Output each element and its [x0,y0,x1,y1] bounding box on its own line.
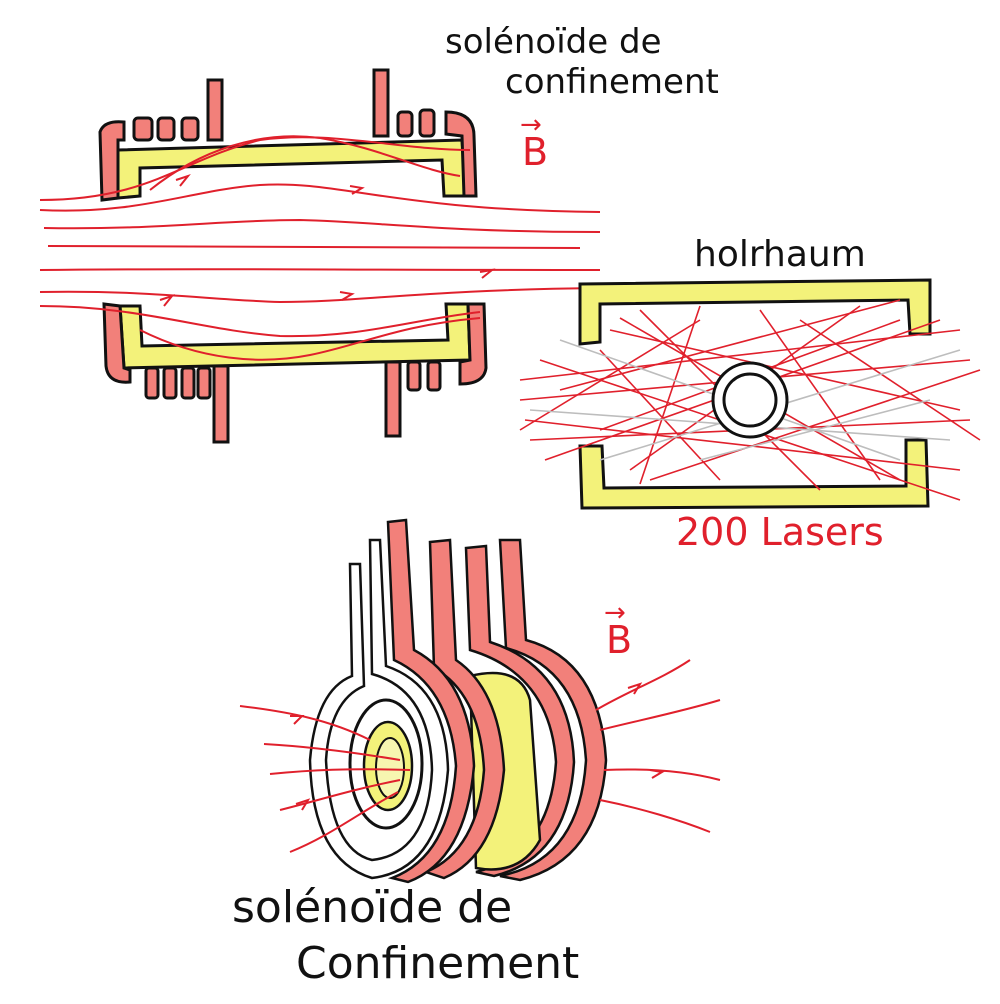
coil-turn [164,368,176,398]
coil-lead [374,70,388,136]
bottom-solenoid-label: solénoïde de Confinement [232,880,579,992]
field-arrowhead [160,296,172,306]
coil-turn [398,112,412,136]
b-field-label-top: → B [522,130,548,174]
top-solenoid-label-line2: confinement [505,62,719,102]
b-field-label-bottom: → B [606,618,632,662]
coil-turn [182,368,194,398]
field-line [44,220,600,232]
top-solenoid-label-line1: solénoïde de [445,22,719,62]
coil-turn [408,362,420,390]
solenoid-3d [240,520,720,882]
field-line [240,706,370,740]
bottom-solenoid-label-line1: solénoïde de [232,880,579,936]
field-arrowhead [480,270,492,278]
fuel-capsule-inner [724,374,776,426]
field-arrowhead [290,716,302,724]
field-line [596,660,690,710]
vector-arrow: → [604,598,626,628]
top-solenoid-label: solénoïde de confinement [445,22,719,102]
vector-arrow: → [520,110,542,140]
hohlraum-label: holrhaum [694,234,866,275]
laser-beam [600,350,720,480]
coil-lead [386,362,400,436]
field-line [40,288,600,302]
coil-turn [198,368,210,398]
field-arrowhead [650,770,662,778]
solenoid-cross-section [40,70,600,442]
lasers-label: 200 Lasers [676,510,884,554]
coil-ring [426,540,504,878]
laser-beam [650,370,980,480]
field-line [40,269,600,270]
coil-lead [214,366,228,442]
coil-turn [420,110,434,136]
field-arrowhead [176,176,188,186]
hohlraum-upper-wall [118,140,466,198]
coil-turn [182,118,198,140]
field-line [600,800,710,832]
coil-lead [208,80,222,140]
bottom-solenoid-label-line2: Confinement [296,936,579,992]
hohlraum-lasers [520,280,980,508]
coil-turn [428,362,440,390]
laser-beam [520,320,700,430]
field-line [600,700,720,730]
inner-bore [376,738,404,798]
field-line [48,246,580,248]
coil-turn [134,118,152,140]
coil-turn [146,368,158,398]
coil-turn [158,118,174,140]
